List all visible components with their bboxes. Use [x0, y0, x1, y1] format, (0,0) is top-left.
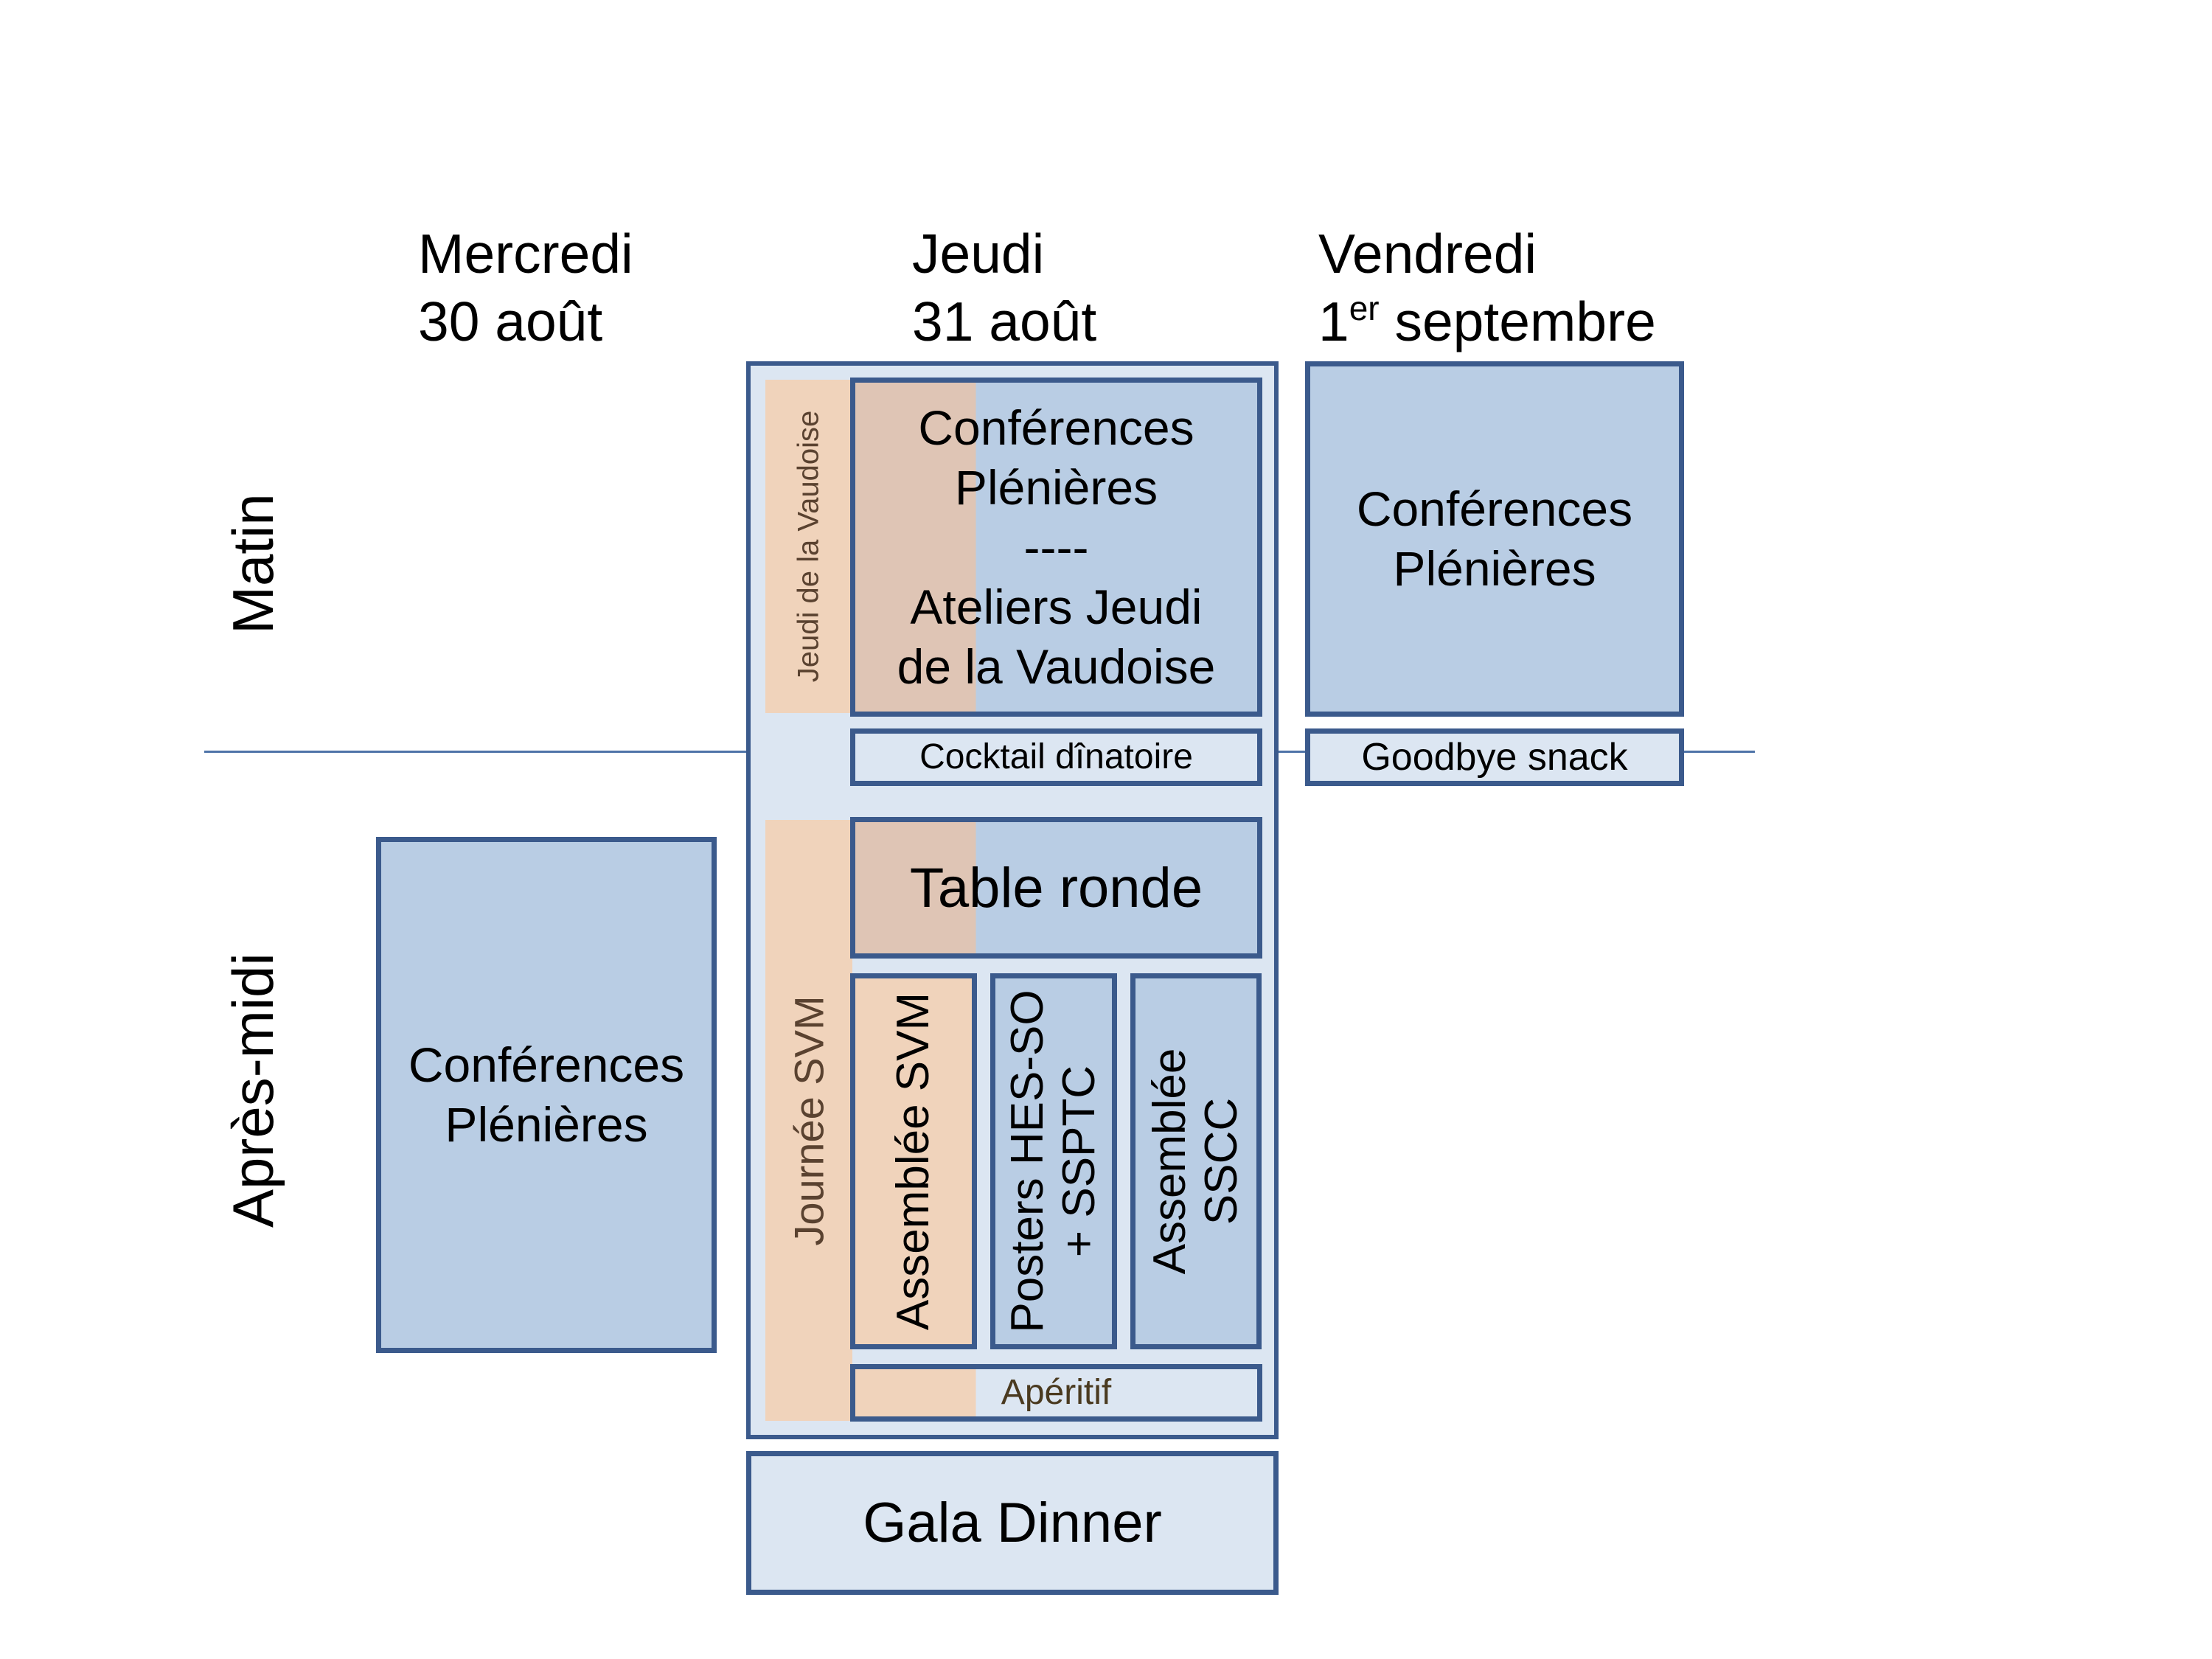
jeudi-vaudoise-band: Jeudi de la Vaudoise: [765, 380, 852, 713]
cocktail-label: Cocktail dînatoire: [919, 737, 1193, 776]
day-date-suffix: er: [1349, 289, 1380, 327]
box-line: Conférences: [408, 1037, 685, 1092]
box-line: ----: [1023, 519, 1089, 574]
box-line: Conférences: [1356, 481, 1633, 536]
period-label-morning: Matin: [220, 493, 285, 634]
assemblee-sscc-label: Assemblée SSCC: [1144, 1048, 1248, 1275]
box-line: Conférences: [918, 400, 1194, 455]
goodbye-snack-box: Goodbye snack: [1305, 728, 1684, 786]
gala-dinner-box: Gala Dinner: [746, 1451, 1279, 1595]
posters-box: Posters HES-SO + SSPTC: [990, 973, 1117, 1349]
box-line: Plénières: [954, 459, 1158, 515]
box-line: Ateliers Jeudi: [910, 579, 1203, 634]
table-ronde-box: Table ronde: [850, 817, 1262, 959]
assemblee-svm-label: Assemblée SVM: [888, 992, 939, 1331]
journee-svm-label: Journée SVM: [785, 995, 832, 1246]
day-date-month: septembre: [1379, 291, 1656, 352]
posters-label: Posters HES-SO + SSPTC: [1002, 990, 1105, 1332]
thursday-morning-box: Conférences Plénières ---- Ateliers Jeud…: [850, 378, 1262, 717]
day-date-number: 1: [1318, 291, 1349, 352]
day-date: 1er septembre: [1318, 288, 1656, 355]
box-line: SSCC: [1196, 1097, 1247, 1225]
friday-morning-box: Conférences Plénières: [1305, 361, 1684, 717]
cocktail-box: Cocktail dînatoire: [850, 728, 1262, 786]
box-line: Assemblée: [1144, 1048, 1195, 1275]
day-header-wednesday: Mercredi 30 août: [418, 220, 633, 355]
day-name: Mercredi: [418, 223, 633, 285]
day-date: 31 août: [912, 291, 1097, 352]
gala-dinner-label: Gala Dinner: [863, 1492, 1162, 1554]
assemblee-sscc-box: Assemblée SSCC: [1130, 973, 1262, 1349]
aperitif-box: Apéritif: [850, 1364, 1262, 1422]
box-line: Plénières: [1393, 541, 1596, 596]
period-label-afternoon: Après-midi: [220, 953, 285, 1228]
table-ronde-label: Table ronde: [909, 856, 1203, 919]
box-line: Posters HES-SO: [1002, 990, 1053, 1333]
box-line: Plénières: [445, 1097, 648, 1152]
box-line: de la Vaudoise: [897, 639, 1216, 694]
assemblee-svm-box: Assemblée SVM: [850, 973, 977, 1349]
journee-svm-band: Journée SVM: [765, 820, 852, 1421]
day-name: Jeudi: [912, 223, 1045, 285]
jeudi-vaudoise-label: Jeudi de la Vaudoise: [792, 410, 825, 683]
day-header-friday: Vendredi 1er septembre: [1318, 220, 1656, 355]
goodbye-snack-label: Goodbye snack: [1361, 736, 1628, 779]
aperitif-label: Apéritif: [1001, 1373, 1112, 1412]
day-name: Vendredi: [1318, 223, 1537, 285]
day-date: 30 août: [418, 291, 603, 352]
day-header-thursday: Jeudi 31 août: [912, 220, 1096, 355]
box-line: + SSPTC: [1054, 1065, 1105, 1258]
wednesday-afternoon-box: Conférences Plénières: [376, 837, 717, 1353]
